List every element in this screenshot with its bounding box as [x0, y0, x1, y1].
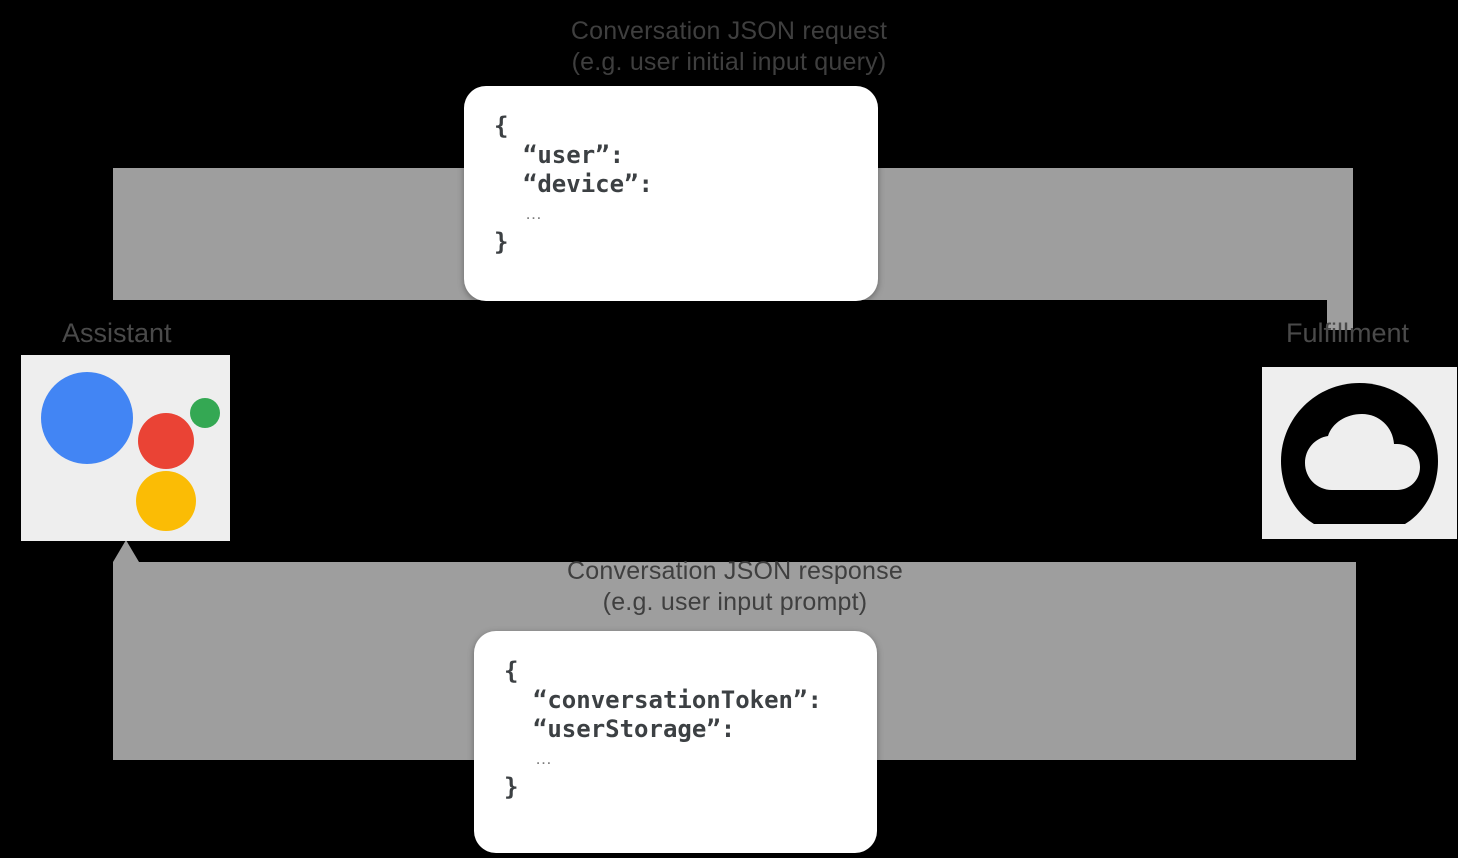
- cloud-icon: [1281, 383, 1438, 524]
- request-json-card: { “user”: “device”: … }: [464, 86, 878, 301]
- response-json-ellipsis: …: [535, 749, 552, 768]
- request-arrow-vertical-segment: [1327, 168, 1353, 330]
- request-arrow-head-icon: [1327, 308, 1353, 330]
- request-json-ellipsis: …: [525, 204, 542, 223]
- request-flow-label-line2: (e.g. user initial input query): [571, 48, 887, 77]
- request-json-key-device: “device”:: [522, 170, 653, 198]
- request-json-close-brace: }: [494, 228, 509, 256]
- request-json-key-user: “user”:: [522, 141, 625, 169]
- response-flow-label: Conversation JSON response (e.g. user in…: [335, 556, 1135, 619]
- fulfillment-label: Fulfillment: [1286, 318, 1410, 348]
- response-json-card: { “conversationToken”: “userStorage”: … …: [474, 631, 877, 853]
- google-assistant-icon: [41, 372, 220, 531]
- response-json-key-conversation-token: “conversationToken”:: [532, 686, 822, 714]
- fulfillment-icon-tile[interactable]: [1262, 367, 1457, 539]
- request-flow-label-line1: Conversation JSON request: [570, 17, 888, 45]
- response-json-close-brace: }: [504, 773, 519, 801]
- response-flow-label-line2: (e.g. user input prompt): [602, 588, 868, 617]
- request-flow-label: Conversation JSON request (e.g. user ini…: [329, 16, 1129, 79]
- response-flow-label-line1: Conversation JSON response: [567, 557, 903, 585]
- response-json-open-brace: {: [504, 657, 519, 685]
- assistant-icon-tile[interactable]: [21, 355, 230, 541]
- response-json-key-user-storage: “userStorage”:: [532, 715, 736, 743]
- assistant-label: Assistant: [62, 318, 172, 348]
- response-arrow-head-icon: [113, 540, 139, 562]
- request-json-open-brace: {: [494, 112, 509, 140]
